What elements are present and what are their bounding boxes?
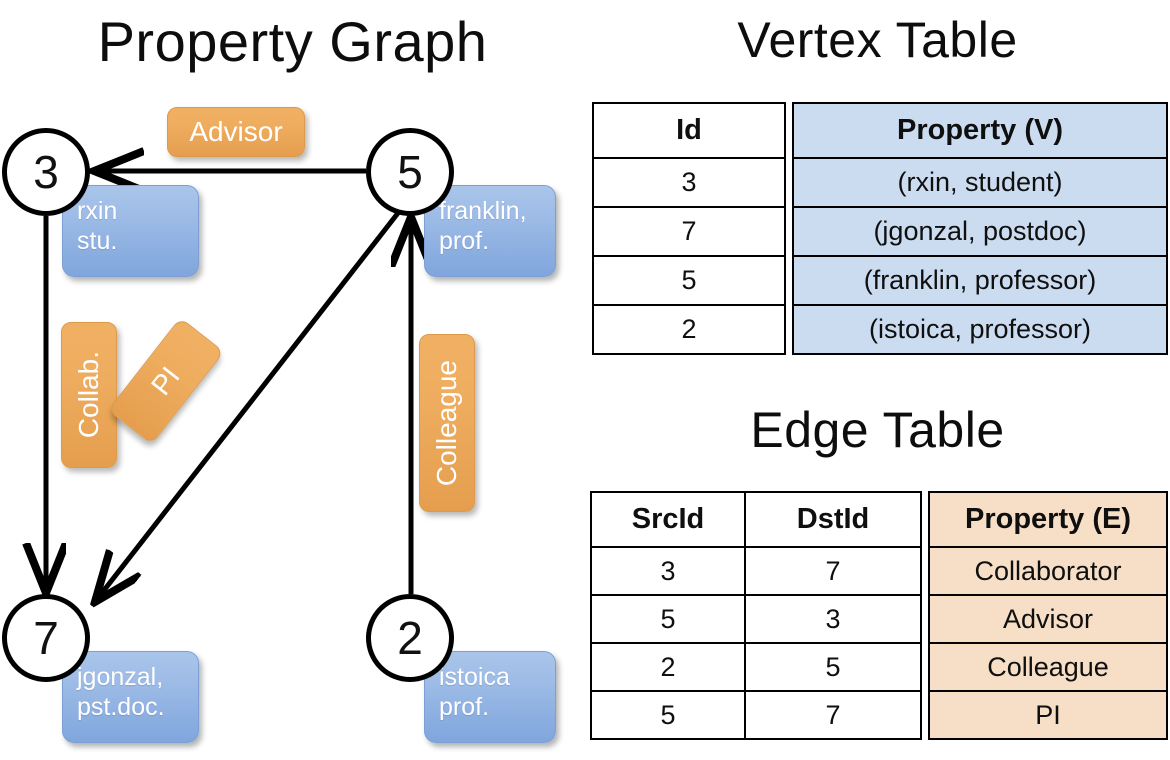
- edge-row-3-property: PI: [928, 690, 1168, 740]
- vertex-row-1-id: 7: [592, 206, 786, 257]
- edge-table-header-srcid: SrcId: [590, 491, 746, 548]
- table-row: 2 5 Colleague: [590, 642, 1168, 692]
- graph-edges-layer: [0, 0, 585, 760]
- edge-row-2-src: 2: [590, 642, 746, 692]
- vertex-property-box-3-line2: stu.: [77, 227, 118, 255]
- vertex-row-0-id: 3: [592, 157, 786, 208]
- graph-node-7-label: 7: [33, 612, 59, 664]
- page-title-edge-table: Edge Table: [750, 402, 1005, 458]
- vertex-table: Id Property (V) 3 (rxin, student) 7 (jgo…: [592, 102, 1168, 355]
- vertex-property-box-3-line1: rxin: [77, 197, 118, 225]
- edge-row-0-dst: 7: [744, 546, 922, 596]
- edge-5-to-7: [98, 211, 400, 598]
- graph-node-2-label: 2: [397, 612, 423, 664]
- edge-label-collab: Collab.: [61, 322, 117, 468]
- edge-table: SrcId DstId Property (E) 3 7 Collaborato…: [590, 491, 1168, 740]
- vertex-property-box-5-line1: franklin,: [439, 197, 527, 225]
- vertex-property-box-2-line2: prof.: [439, 693, 490, 721]
- edge-row-1-dst: 3: [744, 594, 922, 644]
- edge-label-collab-text: Collab.: [73, 351, 104, 439]
- table-row: 5 3 Advisor: [590, 594, 1168, 644]
- edge-row-2-property: Colleague: [928, 642, 1168, 692]
- column-spacer: [785, 207, 793, 256]
- column-spacer: [921, 547, 929, 595]
- table-row: 3 (rxin, student): [592, 157, 1168, 208]
- page-title-property-graph: Property Graph: [97, 10, 488, 73]
- page-title-vertex-table: Vertex Table: [737, 12, 1018, 68]
- vertex-row-1-property: (jgonzal, postdoc): [792, 206, 1168, 257]
- edge-label-colleague-text: Colleague: [431, 359, 462, 487]
- graph-node-5: 5: [366, 128, 454, 216]
- column-spacer: [785, 158, 793, 207]
- edge-label-pi-text: PI: [145, 360, 186, 401]
- table-header-row: Id Property (V): [592, 102, 1168, 159]
- vertex-row-0-property: (rxin, student): [792, 157, 1168, 208]
- column-spacer: [921, 691, 929, 739]
- column-spacer: [921, 595, 929, 643]
- edge-row-3-src: 5: [590, 690, 746, 740]
- edge-label-advisor: Advisor: [167, 107, 305, 157]
- column-spacer: [785, 103, 793, 158]
- edge-label-advisor-text: Advisor: [189, 116, 283, 147]
- table-row: 5 7 PI: [590, 690, 1168, 740]
- edge-row-3-dst: 7: [744, 690, 922, 740]
- vertex-table-header-id: Id: [592, 102, 786, 159]
- table-row: 2 (istoica, professor): [592, 304, 1168, 355]
- vertex-property-box-2-line1: istoica: [439, 663, 510, 691]
- graph-node-7: 7: [2, 594, 90, 682]
- edge-row-1-src: 5: [590, 594, 746, 644]
- graph-node-5-label: 5: [397, 146, 423, 198]
- table-row: 3 7 Collaborator: [590, 546, 1168, 596]
- vertex-row-2-id: 5: [592, 255, 786, 306]
- vertex-property-box-5: franklin, prof.: [424, 185, 556, 277]
- vertex-property-box-2: istoica prof.: [424, 651, 556, 743]
- vertex-row-3-property: (istoica, professor): [792, 304, 1168, 355]
- graph-node-3-label: 3: [33, 146, 59, 198]
- edge-label-colleague: Colleague: [419, 334, 475, 512]
- edge-table-header-property: Property (E): [928, 491, 1168, 548]
- column-spacer: [921, 643, 929, 691]
- vertex-property-box-3: rxin stu.: [62, 185, 199, 277]
- property-graph-panel: Property Graph Advisor Collab. PI Collea…: [0, 0, 585, 760]
- graph-node-2: 2: [366, 594, 454, 682]
- edge-row-1-property: Advisor: [928, 594, 1168, 644]
- table-row: 7 (jgonzal, postdoc): [592, 206, 1168, 257]
- column-spacer: [785, 256, 793, 305]
- vertex-property-box-7-line2: pst.doc.: [77, 693, 165, 721]
- graph-node-3: 3: [2, 128, 90, 216]
- table-row: 5 (franklin, professor): [592, 255, 1168, 306]
- vertex-property-box-7: jgonzal, pst.doc.: [62, 651, 199, 743]
- column-spacer: [921, 492, 929, 547]
- column-spacer: [785, 305, 793, 354]
- vertex-property-box-7-line1: jgonzal,: [77, 663, 164, 691]
- vertex-property-box-5-line2: prof.: [439, 227, 490, 255]
- edge-table-header-dstid: DstId: [744, 491, 922, 548]
- edge-row-0-src: 3: [590, 546, 746, 596]
- edge-row-2-dst: 5: [744, 642, 922, 692]
- vertex-row-3-id: 2: [592, 304, 786, 355]
- vertex-table-header-property: Property (V): [792, 102, 1168, 159]
- edge-row-0-property: Collaborator: [928, 546, 1168, 596]
- table-header-row: SrcId DstId Property (E): [590, 491, 1168, 548]
- vertex-row-2-property: (franklin, professor): [792, 255, 1168, 306]
